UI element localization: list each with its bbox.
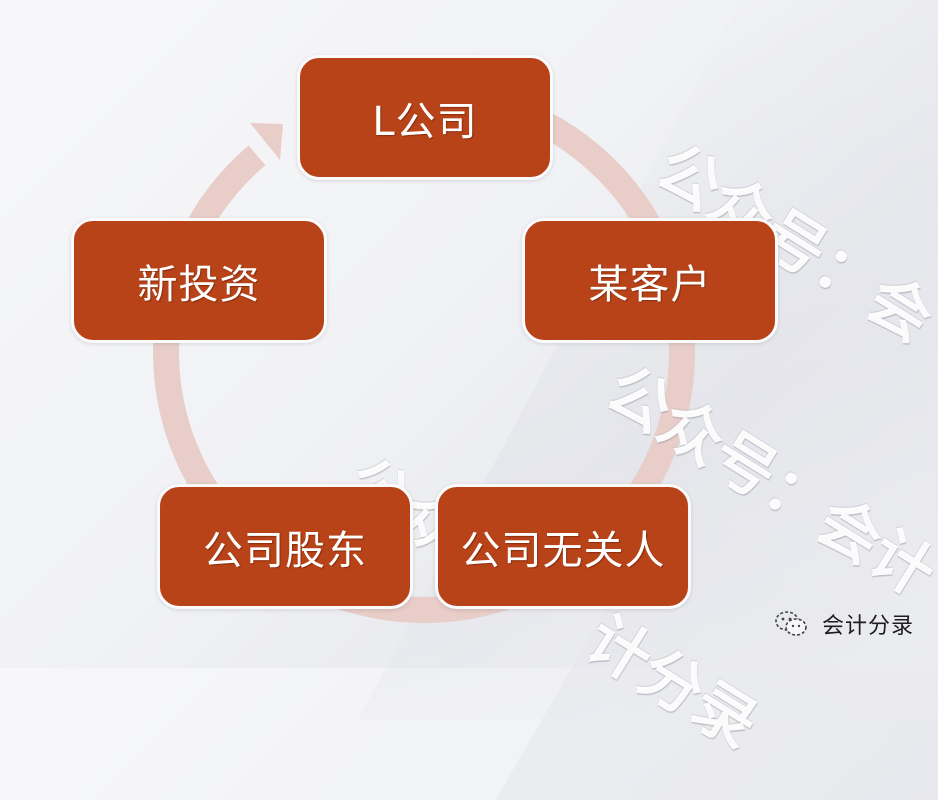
brand-label: 会计分录 [822, 614, 915, 639]
node-unrelated-party: 公司无关人 [435, 484, 691, 609]
arrow-head-icon [250, 123, 283, 160]
node-l-company: L公司 [297, 55, 553, 180]
node-client: 某客户 [522, 218, 778, 343]
node-label: L公司 [372, 98, 478, 145]
node-shareholder: 公司股东 [157, 484, 413, 609]
node-label: 新投资 [137, 261, 261, 308]
node-label: 某客户 [588, 261, 712, 308]
node-label: 公司股东 [203, 527, 367, 574]
node-new-investment: 新投资 [71, 218, 327, 343]
brand-badge: 会计分录 [774, 608, 914, 640]
wechat-icon [775, 611, 807, 636]
node-label: 公司无关人 [460, 527, 666, 574]
